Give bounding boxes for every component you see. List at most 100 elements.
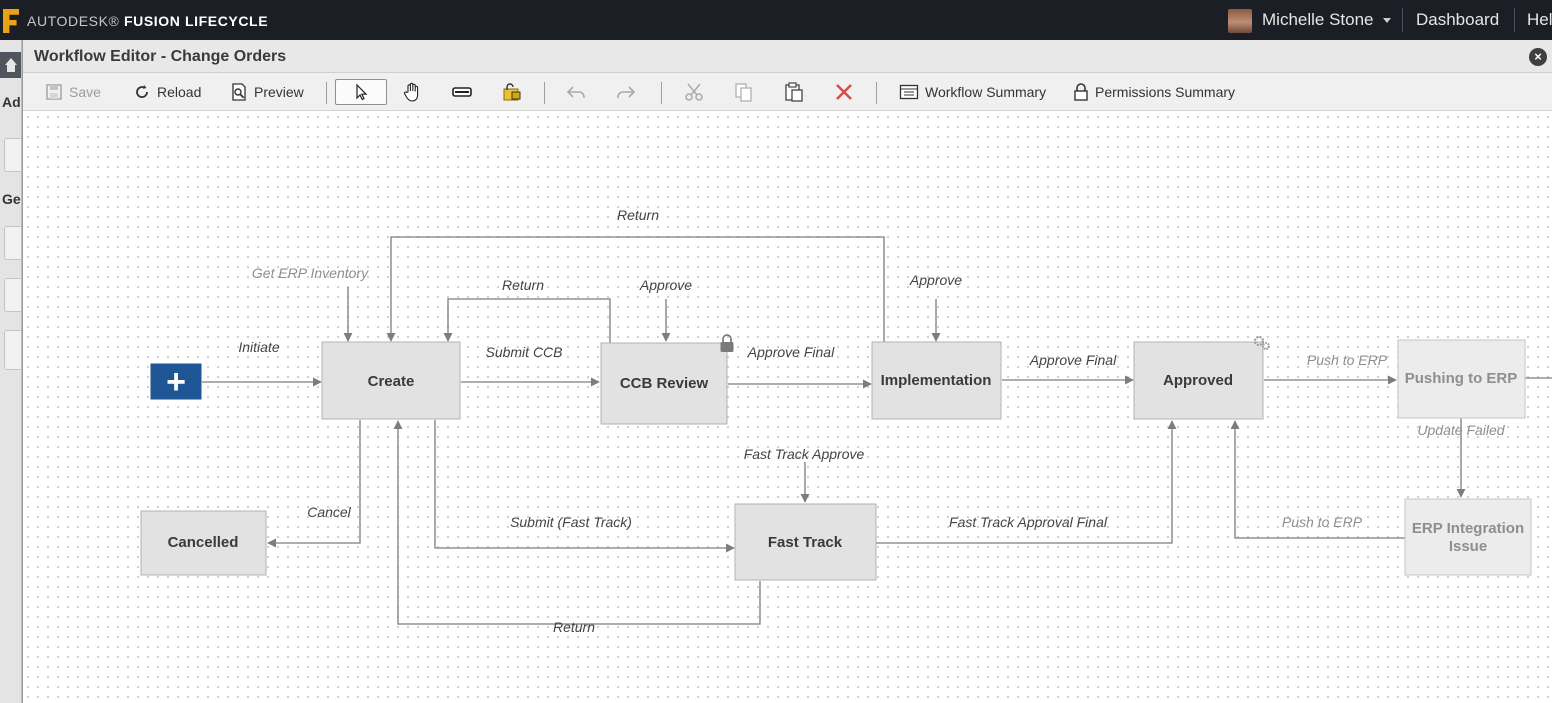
state-erp-integration-issue[interactable]: ERP Integration Issue (1404, 498, 1532, 576)
user-avatar[interactable] (1228, 9, 1252, 33)
help-link[interactable]: Hel (1527, 10, 1552, 29)
label-submit-ccb[interactable]: Submit CCB (485, 344, 562, 360)
hide-label-button[interactable] (501, 79, 523, 105)
hide-label-icon (503, 83, 521, 101)
edge-cancel[interactable] (267, 420, 361, 548)
label-approve-final-ccb[interactable]: Approve Final (747, 344, 835, 360)
background-field (4, 330, 21, 370)
editor-toolbar: Save Reload Preview (23, 73, 1552, 111)
paste-icon (785, 82, 803, 102)
copy-button[interactable] (733, 79, 755, 105)
transition-icon (452, 87, 472, 97)
label-get-erp-inventory[interactable]: Get ERP Inventory (252, 265, 369, 281)
copy-icon (735, 83, 752, 102)
background-button (4, 138, 21, 172)
label-initiate[interactable]: Initiate (238, 339, 279, 355)
select-tool-button[interactable] (335, 79, 387, 105)
edge-submit-fast-track[interactable] (434, 420, 735, 553)
cut-button[interactable] (683, 79, 705, 105)
workflow-editor-dialog: Workflow Editor - Change Orders × Save R… (22, 40, 1552, 703)
label-push-to-erp[interactable]: Push to ERP (1307, 352, 1388, 368)
state-fast-track[interactable]: Fast Track (734, 503, 877, 581)
paste-button[interactable] (783, 79, 805, 105)
edge-return-ccb[interactable] (443, 298, 611, 343)
fusion-logo-icon (3, 9, 19, 33)
background-heading: Ad (2, 94, 21, 110)
transition-labels: Initiate Get ERP Inventory Return Return… (238, 207, 1505, 635)
label-return-fast-track[interactable]: Return (553, 619, 595, 635)
redo-icon (617, 86, 636, 98)
preview-icon (232, 83, 246, 101)
edge-return-fast-track[interactable] (393, 420, 761, 625)
state-label: Implementation (881, 372, 992, 389)
undo-icon (566, 86, 585, 98)
state-cancelled[interactable]: Cancelled (140, 510, 267, 576)
reload-icon (136, 85, 148, 98)
add-state-button[interactable] (451, 79, 473, 105)
label-approve-ccb[interactable]: Approve (639, 277, 692, 293)
brand-title: AUTODESK® FUSION LIFECYCLE (27, 13, 269, 29)
toolbar-divider (326, 82, 327, 104)
label-push-to-erp-retry[interactable]: Push to ERP (1282, 514, 1363, 530)
background-page: Ad Ge (0, 40, 22, 703)
start-node[interactable]: + (150, 363, 202, 401)
dialog-header: Workflow Editor - Change Orders × (23, 40, 1552, 73)
label-cancel[interactable]: Cancel (307, 504, 351, 520)
reload-button[interactable]: Reload (133, 79, 201, 105)
workflow-diagram: + Create CCB Review Implementation A (140, 207, 1552, 635)
toolbar-divider (661, 82, 662, 104)
delete-icon (836, 84, 852, 100)
toolbar-divider (544, 82, 545, 104)
state-label: ERP Integration (1412, 520, 1524, 537)
state-implementation[interactable]: Implementation (871, 341, 1002, 420)
state-label: Issue (1449, 538, 1487, 555)
state-ccb-review[interactable]: CCB Review (600, 334, 734, 425)
app-header: AUTODESK® FUSION LIFECYCLE Michelle Ston… (0, 0, 1552, 40)
save-icon (46, 84, 62, 100)
lock-icon (1074, 83, 1088, 101)
chevron-down-icon[interactable] (1383, 18, 1391, 23)
label-approve-final-impl[interactable]: Approve Final (1029, 352, 1117, 368)
state-label: CCB Review (620, 375, 709, 392)
state-pushing-to-erp[interactable]: Pushing to ERP (1397, 339, 1526, 419)
state-label: Cancelled (168, 534, 239, 551)
lock-icon (720, 334, 734, 352)
summary-icon (899, 84, 919, 100)
gear-icon (1253, 335, 1270, 350)
state-approved[interactable]: Approved (1133, 335, 1270, 420)
label-approve-impl[interactable]: Approve (909, 272, 962, 288)
toolbar-divider (876, 82, 877, 104)
permissions-summary-button[interactable]: Permissions Summary (1073, 79, 1235, 105)
background-field (4, 226, 21, 260)
home-icon[interactable] (0, 52, 21, 78)
label-return-top[interactable]: Return (617, 207, 659, 223)
state-create[interactable]: Create (321, 341, 461, 420)
background-field (4, 278, 21, 312)
select-arrow-icon (356, 83, 368, 101)
edge-push-to-erp-retry[interactable] (1230, 420, 1405, 539)
label-submit-fast-track[interactable]: Submit (Fast Track) (510, 514, 632, 530)
user-menu[interactable]: Michelle Stone (1262, 10, 1374, 29)
workflow-summary-button[interactable]: Workflow Summary (899, 79, 1046, 105)
workflow-canvas[interactable]: + Create CCB Review Implementation A (23, 112, 1552, 703)
cut-icon (685, 83, 703, 101)
header-divider (1514, 8, 1515, 32)
state-label: Fast Track (768, 534, 843, 551)
undo-button[interactable] (565, 79, 587, 105)
dialog-title: Workflow Editor - Change Orders (34, 48, 287, 65)
label-return-ccb[interactable]: Return (502, 277, 544, 293)
pan-tool-button[interactable] (401, 79, 423, 105)
edge-fast-track-approval-final[interactable] (876, 420, 1177, 544)
background-heading: Ge (2, 191, 21, 207)
start-plus-icon: + (166, 363, 186, 401)
edge-return-top[interactable] (386, 236, 885, 343)
close-icon[interactable]: × (1529, 48, 1547, 66)
redo-button[interactable] (615, 79, 637, 105)
save-button[interactable]: Save (45, 79, 101, 105)
delete-button[interactable] (833, 79, 855, 105)
preview-button[interactable]: Preview (230, 79, 304, 105)
label-fast-track-approval-final[interactable]: Fast Track Approval Final (949, 514, 1108, 530)
label-fast-track-approve[interactable]: Fast Track Approve (744, 446, 865, 462)
label-update-failed[interactable]: Update Failed (1417, 422, 1505, 438)
dashboard-link[interactable]: Dashboard (1416, 10, 1500, 29)
